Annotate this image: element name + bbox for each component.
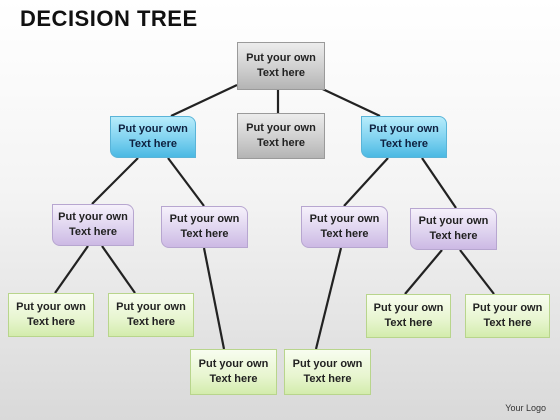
connector-to-leaf-4 <box>404 249 443 295</box>
node-leaf-3: Put your own Text here <box>190 349 277 395</box>
connector-to-leaf-5 <box>314 247 343 350</box>
node-leaf-6: Put your own Text here <box>465 294 550 338</box>
node-leaf-5: Put your own Text here <box>284 349 371 395</box>
node-l2-b: Put your own Text here <box>161 206 248 248</box>
connector-to-leaf-1 <box>54 245 89 294</box>
node-l2-c: Put your own Text here <box>301 206 388 248</box>
node-l1-left: Put your own Text here <box>110 116 196 158</box>
node-l2-d: Put your own Text here <box>410 208 497 250</box>
node-l1-right: Put your own Text here <box>361 116 447 158</box>
node-leaf-1: Put your own Text here <box>8 293 94 337</box>
connector-to-l2-a <box>91 157 139 205</box>
node-l2-a: Put your own Text here <box>52 204 134 246</box>
node-l1-center: Put your own Text here <box>237 113 325 159</box>
connector-to-l1-right <box>313 84 381 117</box>
connector-to-l2-b <box>167 157 205 207</box>
connector-to-l2-c <box>343 157 389 207</box>
connector-to-leaf-6 <box>459 249 495 295</box>
connector-to-l1-left <box>170 84 238 117</box>
page-title: DECISION TREE <box>20 6 198 31</box>
node-root: Put your own Text here <box>237 42 325 90</box>
connector-to-leaf-2 <box>101 245 136 294</box>
connector-to-l2-d <box>421 157 457 209</box>
footer-logo: Your Logo <box>505 403 546 413</box>
node-leaf-2: Put your own Text here <box>108 293 194 337</box>
connector-to-leaf-3 <box>202 247 226 350</box>
node-leaf-4: Put your own Text here <box>366 294 451 338</box>
